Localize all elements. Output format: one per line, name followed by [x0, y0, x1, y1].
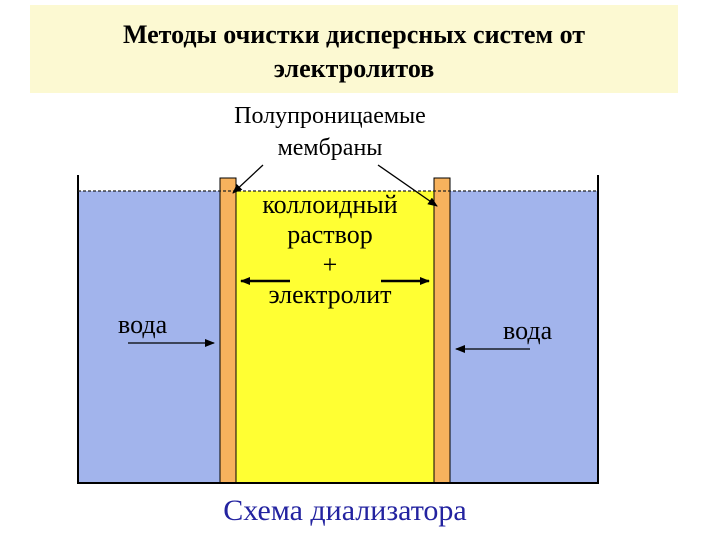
center-label-line-2: раствор [287, 220, 373, 249]
colloid-compartment [236, 191, 434, 483]
right-water-compartment [450, 191, 598, 483]
pointer-left-membrane [232, 164, 264, 194]
left-membrane [219, 177, 237, 484]
right-water-label: вода [503, 316, 553, 345]
membranes-label-line-2: мембраны [277, 135, 383, 161]
center-label-line-1: коллоидный [262, 190, 398, 219]
title-line-1: Методы очистки дисперсных систем от [122, 20, 586, 49]
right-membrane [433, 177, 451, 484]
vessel-outline [77, 175, 599, 484]
membranes-label-line-1: Полупроницаемые [234, 103, 426, 129]
colloid-solution-label: коллоидный раствор + электролит [235, 190, 425, 310]
center-label-line-3: + [322, 250, 338, 279]
membranes-label: Полупроницаемые мембраны [195, 100, 465, 164]
diagram-caption: Схема диализатора [223, 494, 467, 527]
title-line-2: электролитов [273, 54, 435, 83]
page-title: Методы очистки дисперсных систем от элек… [30, 18, 678, 86]
title-box: Методы очистки дисперсных систем от элек… [30, 5, 678, 93]
pointer-right-membrane [377, 164, 438, 207]
left-water-label: вода [118, 310, 168, 339]
left-water-compartment [78, 191, 220, 483]
center-label-line-4: электролит [268, 280, 392, 309]
